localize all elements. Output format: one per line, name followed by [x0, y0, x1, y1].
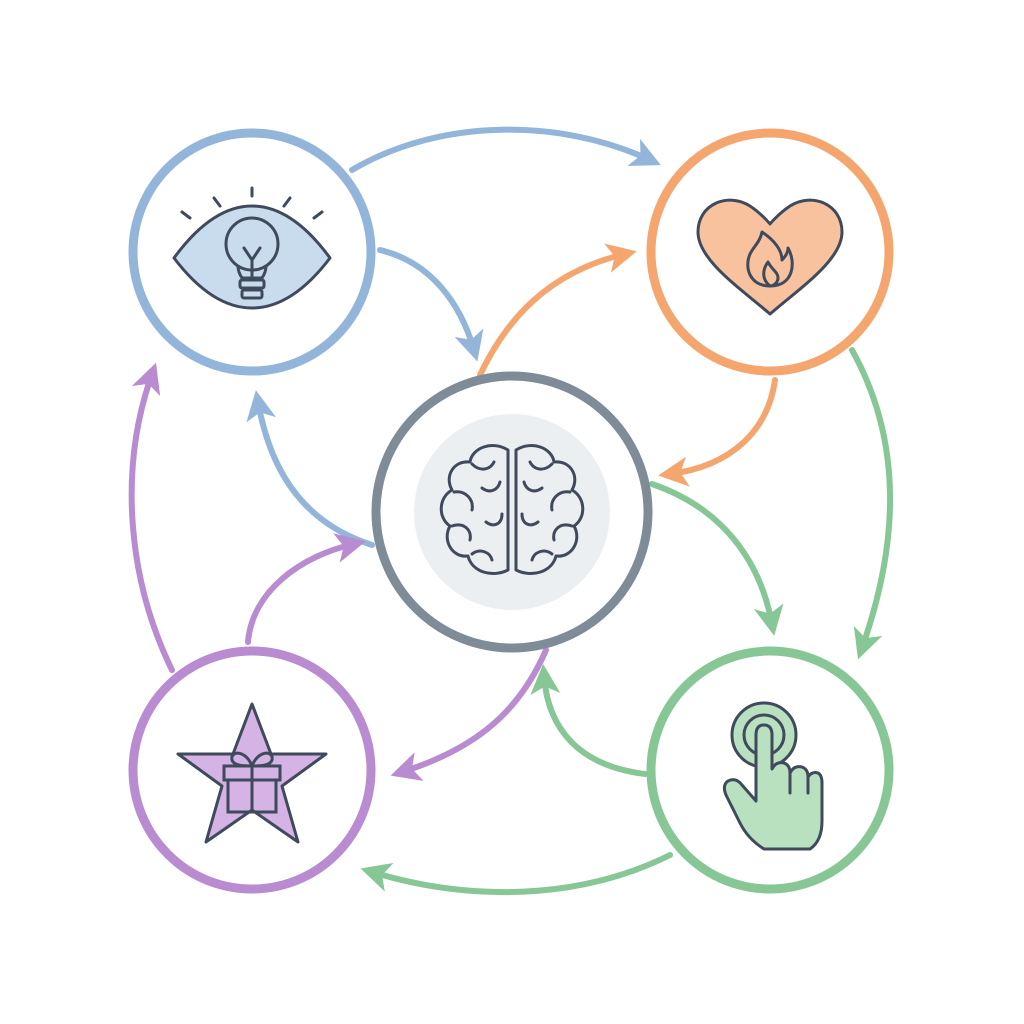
- arrow-bottom-right-to-bottom-left: [360, 852, 673, 896]
- arrow-center-to-top-left: [246, 390, 375, 548]
- node-inner-disc: [414, 414, 610, 610]
- star-gift-icon: [176, 702, 328, 844]
- arrow-center-to-bottom-left: [390, 647, 549, 781]
- arrow-center-to-bottom-right: [649, 481, 784, 636]
- edges-layer: [128, 126, 893, 896]
- arrow-top-right-to-center: [658, 377, 778, 487]
- arrow-top-right-to-bottom-right: [849, 347, 893, 660]
- node-top-right[interactable]: [646, 128, 894, 376]
- node-center[interactable]: [371, 371, 653, 653]
- hand-tap-icon: [722, 701, 824, 851]
- node-top-left[interactable]: [128, 128, 376, 376]
- arrow-top-left-to-center: [377, 247, 484, 362]
- arrow-bottom-left-to-center: [245, 533, 366, 645]
- node-bottom-right[interactable]: [646, 646, 894, 894]
- node-bottom-left[interactable]: [128, 646, 376, 894]
- arrow-bottom-left-to-top-left: [128, 362, 175, 673]
- arrow-center-to-top-right: [477, 243, 637, 378]
- arrow-bottom-right-to-center: [530, 664, 648, 777]
- brain-icon: [439, 444, 585, 575]
- arrow-top-left-to-top-right: [349, 126, 661, 173]
- eye-lightbulb-icon: [172, 186, 332, 310]
- heart-flame-icon: [696, 198, 844, 316]
